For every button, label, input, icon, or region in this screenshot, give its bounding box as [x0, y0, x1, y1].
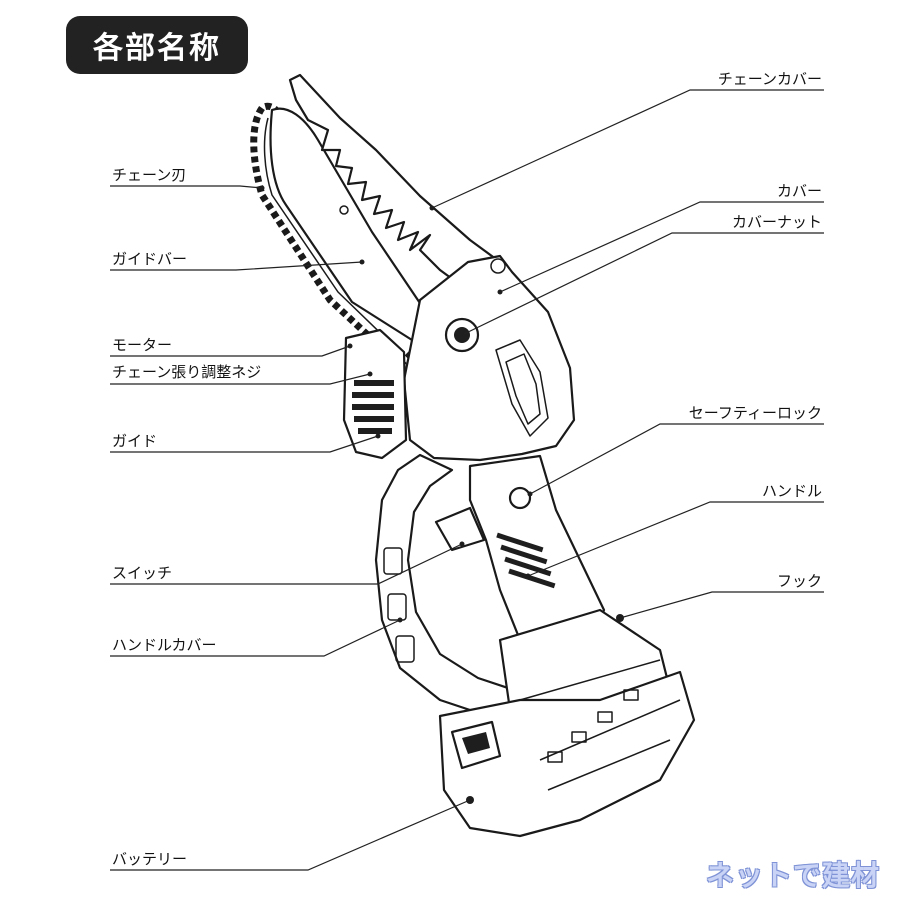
watermark-logo: ネットで建材	[705, 859, 880, 892]
motor-housing	[402, 254, 576, 462]
label-guide: ガイド	[112, 432, 157, 450]
label-cover-nut: カバーナット	[732, 213, 822, 231]
label-cover: カバー	[777, 182, 822, 200]
leader-lines	[110, 89, 824, 871]
label-handle: ハンドル	[762, 482, 822, 500]
chain-cover	[288, 73, 502, 294]
label-hook: フック	[777, 572, 822, 590]
page-title: 各部名称	[93, 31, 221, 66]
chainsaw-illustration	[250, 73, 696, 838]
label-chain-cover: チェーンカバー	[718, 70, 822, 88]
label-switch: スイッチ	[112, 564, 172, 582]
label-battery: バッテリー	[112, 850, 187, 868]
label-safety-lock: セーフティーロック	[689, 404, 822, 422]
title-badge: 各部名称	[66, 16, 248, 74]
label-motor: モーター	[112, 336, 172, 354]
label-guide-bar: ガイドバー	[112, 250, 187, 268]
label-chain-tension-screw: チェーン張り調整ネジ	[112, 363, 261, 381]
part-labels: チェーンカバー チェーン刃 カバー カバーナット ガイドバー モーター チェーン…	[112, 70, 822, 868]
battery-pack	[438, 670, 696, 838]
label-chain-blade: チェーン刃	[112, 166, 186, 184]
tension-knob	[342, 328, 408, 460]
label-handle-cover: ハンドルカバー	[112, 636, 217, 654]
